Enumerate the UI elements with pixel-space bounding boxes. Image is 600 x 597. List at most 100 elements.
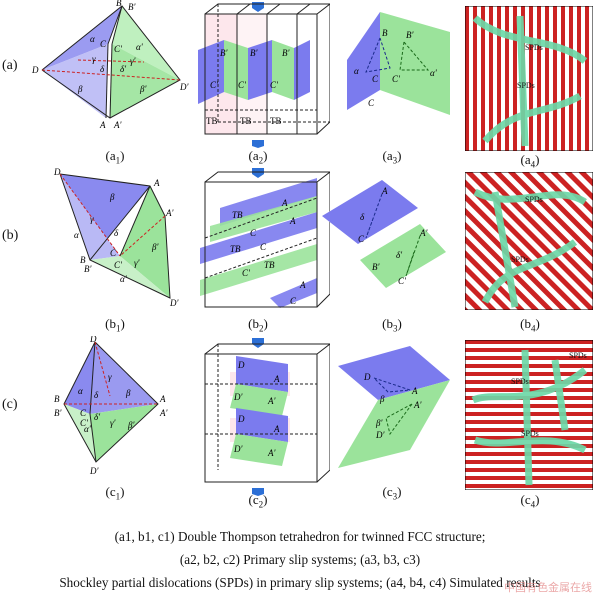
angle-label: γ — [92, 54, 96, 64]
panel-c3-spd: D A β A' β' D' — [338, 346, 450, 468]
slip-label: TB — [230, 244, 241, 254]
tb-label: TB — [240, 116, 252, 126]
vertex-label: C — [100, 39, 107, 49]
vertex-label: D' — [89, 466, 99, 476]
angle-label: β' — [139, 84, 147, 94]
sim-label: SPDs — [525, 195, 543, 204]
row-label-a: (a) — [2, 58, 18, 73]
vertex-label: A' — [159, 408, 168, 418]
slip-label: D' — [233, 444, 243, 454]
slip-label: TB — [264, 260, 275, 270]
spd-label: C — [368, 98, 375, 108]
angle-label: α' — [120, 274, 128, 284]
spd-label: A — [381, 186, 388, 196]
slip-label: D — [237, 360, 245, 370]
slip-label: C' — [210, 80, 219, 90]
angle-label: α — [74, 230, 79, 240]
panel-label-a2: (a2) — [248, 148, 268, 166]
angle-label: β' — [151, 242, 159, 252]
vertex-label: B' — [54, 408, 62, 418]
panel-label-a3: (a3) — [382, 148, 402, 166]
slip-label: C' — [238, 80, 247, 90]
slip-label: B' — [220, 48, 228, 58]
vertex-label: D — [31, 65, 39, 75]
vertex-label: A — [99, 120, 106, 130]
slip-label: A — [299, 280, 306, 290]
angle-label: α — [90, 34, 95, 44]
caption-line-3: Shockley partial dislocations (SPDs) in … — [59, 575, 541, 590]
panel-label-c4: (c4) — [520, 492, 540, 510]
angle-label: δ' — [94, 412, 101, 422]
slip-label: A — [289, 216, 296, 226]
panel-label-b3: (b3) — [382, 316, 402, 334]
sim-label: SPDs — [511, 377, 529, 386]
slip-label: C — [260, 242, 267, 252]
spd-label: β' — [375, 418, 383, 428]
panel-label-c2: (c2) — [248, 492, 268, 510]
vertex-label: C' — [114, 44, 123, 54]
spd-label: δ — [360, 212, 365, 222]
slip-label: B' — [282, 48, 290, 58]
vertex-label: B — [116, 0, 122, 8]
slip-label: A' — [267, 396, 276, 406]
vertex-label: C' — [114, 260, 123, 270]
angle-label: β — [77, 84, 83, 94]
panel-b2-slip-systems: TB A C TB C A C' TB A C — [200, 168, 330, 308]
spd-label: β — [379, 394, 385, 404]
slip-label: C' — [270, 80, 279, 90]
spd-label: C — [372, 74, 379, 84]
slip-label: B' — [250, 48, 258, 58]
spd-label: C' — [398, 276, 407, 286]
spd-label: B — [382, 28, 388, 38]
angle-label: γ' — [130, 56, 137, 66]
caption-line-1: (a1, b1, c1) Double Thompson tetrahedron… — [114, 529, 486, 544]
spd-label: δ' — [396, 250, 403, 260]
sim-label: SPDs — [525, 43, 543, 52]
slip-label: A — [281, 198, 288, 208]
panel-label-a4: (a4) — [520, 152, 540, 170]
panel-c1-tetrahedron: D B A C B' A' C' D' γ β δ α γ' δ' β' α' — [54, 336, 168, 476]
vertex-label: D — [89, 336, 97, 344]
vertex-label: A' — [165, 208, 174, 218]
slip-label: C' — [242, 268, 251, 278]
spd-label: C — [358, 234, 365, 244]
spd-label: α' — [430, 68, 438, 78]
vertex-label: B — [54, 394, 60, 404]
slip-label: C — [290, 296, 297, 306]
vertex-label: C' — [80, 418, 89, 428]
vertex-label: C — [80, 408, 87, 418]
sim-label: SPDs — [517, 81, 535, 90]
panel-a3-spd: B B' α α' C C' C — [347, 12, 450, 115]
angle-label: δ — [100, 64, 105, 74]
spd-label: A — [411, 386, 418, 396]
angle-label: γ — [108, 372, 112, 382]
tb-label: TB — [270, 116, 282, 126]
vertex-label: B' — [84, 264, 92, 274]
angle-label: β — [125, 388, 131, 398]
angle-label: γ' — [110, 418, 117, 428]
angle-label: β' — [127, 420, 135, 430]
caption-line-2: (a2, b2, c2) Primary slip systems; (a3, … — [179, 552, 421, 567]
spd-label: B' — [406, 30, 414, 40]
sim-label: SPDs — [521, 429, 539, 438]
slip-label: A — [273, 374, 280, 384]
vertex-label: D' — [179, 82, 189, 92]
panel-a1-tetrahedron: D B B' C C' D' A A' α α' β β' δ δ' γ γ' — [31, 0, 189, 130]
vertex-label: B' — [128, 2, 136, 12]
panel-label-c1: (c1) — [105, 484, 125, 502]
vertex-label: D' — [169, 298, 179, 308]
vertex-label: B — [80, 255, 86, 265]
panel-label-b2: (b2) — [248, 316, 268, 334]
vertex-label: A — [153, 178, 160, 188]
spd-label: D — [363, 372, 371, 382]
sim-label: SPDs — [569, 351, 587, 360]
panel-label-c3: (c3) — [382, 484, 402, 502]
watermark: 中国有色金属在线 — [504, 581, 592, 594]
vertex-label: A — [159, 394, 166, 404]
slip-label: TB — [232, 210, 243, 220]
slip-label: C — [250, 228, 257, 238]
angle-label: δ — [114, 228, 119, 238]
slip-label: A' — [267, 448, 276, 458]
